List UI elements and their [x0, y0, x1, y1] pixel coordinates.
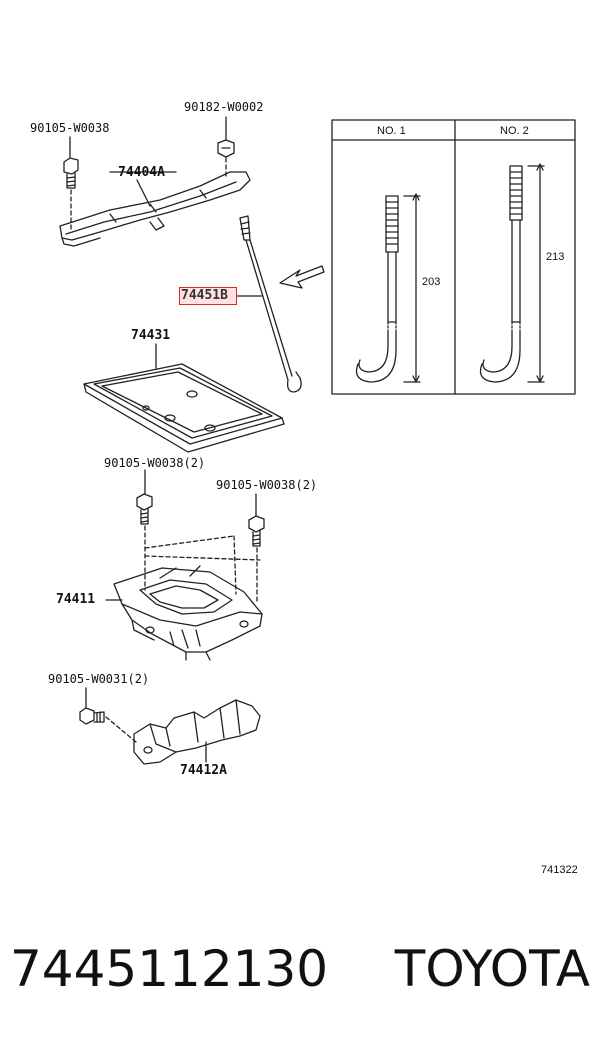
- label-bolt-mid-right: 90105-W0038(2): [216, 478, 318, 492]
- clamp-74404A: [59, 171, 251, 247]
- dimension-no2: 213: [546, 251, 565, 263]
- bolt-low: [79, 687, 137, 743]
- arrow: [279, 265, 325, 289]
- footer: 7445112130 TOYOTA: [10, 940, 590, 1004]
- guide-lines: [144, 535, 261, 595]
- bolt-top-left: [63, 136, 79, 231]
- label-rod-highlighted: 74451B: [181, 288, 228, 303]
- rod-74451B: [236, 215, 302, 393]
- label-clamp: 74404A: [118, 165, 165, 180]
- table-header-no1: NO. 1: [377, 125, 406, 137]
- nut-top: [217, 116, 235, 177]
- bolt-mid-right: [248, 493, 265, 605]
- bracket-74412A: [133, 699, 261, 765]
- highlight-box: [179, 287, 237, 305]
- illustration-code: 741322: [541, 864, 578, 876]
- bolt-mid-left: [136, 469, 153, 591]
- label-carrier: 74411: [56, 592, 96, 607]
- label-bolt-mid-left: 90105-W0038(2): [104, 456, 206, 470]
- part-number: 7445112130: [10, 940, 329, 998]
- table-header-no2: NO. 2: [500, 125, 529, 137]
- label-bracket: 74412A: [180, 763, 227, 778]
- label-tray: 74431: [131, 328, 171, 343]
- label-bolt-low: 90105-W0031(2): [48, 672, 150, 686]
- label-nut-top: 90182-W0002: [184, 100, 264, 114]
- tray-74431: [83, 343, 285, 453]
- carrier-74411: [105, 565, 263, 661]
- label-bolt-top-left: 90105-W0038: [30, 121, 110, 135]
- detail-table: [331, 119, 576, 395]
- brand-name: TOYOTA: [394, 940, 590, 998]
- dimension-no1: 203: [422, 276, 441, 288]
